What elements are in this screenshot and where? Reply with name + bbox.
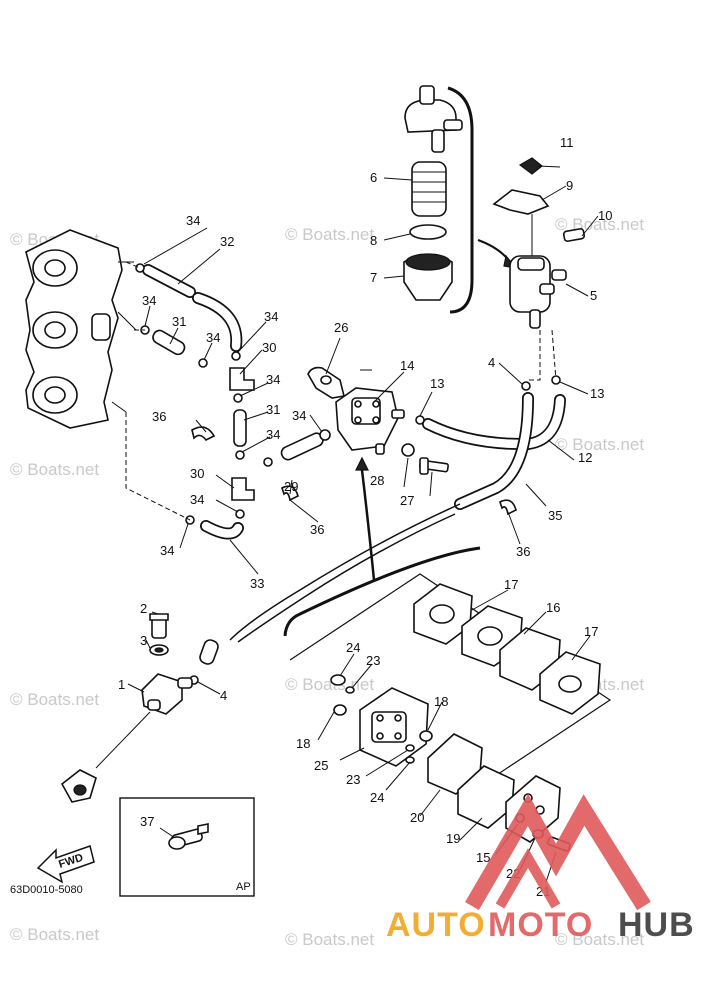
callout-6: 6: [370, 170, 377, 185]
callout-13: 13: [430, 376, 444, 391]
logo-text-hub: HUB: [618, 906, 695, 944]
automotohub-logo: AUTO MOTO HUB: [386, 793, 695, 944]
callout-34: 34: [142, 293, 156, 308]
figure-code: 63D0010-5080: [10, 884, 83, 896]
callout-24: 24: [346, 640, 360, 655]
callout-9: 9: [566, 178, 573, 193]
callout-37: 37: [140, 814, 154, 829]
callout-29: 29: [284, 479, 298, 494]
callout-23: 23: [346, 772, 360, 787]
callout-13: 13: [590, 386, 604, 401]
callout-15: 15: [476, 850, 490, 865]
watermark: © Boats.net: [285, 225, 374, 244]
callout-8: 8: [370, 233, 377, 248]
callout-17: 17: [504, 577, 518, 592]
callout-30: 30: [262, 340, 276, 355]
watermark: © Boats.net: [10, 690, 99, 709]
callout-28: 28: [370, 473, 384, 488]
callout-27: 27: [400, 493, 414, 508]
callout-16: 16: [546, 600, 560, 615]
callout-34: 34: [160, 543, 174, 558]
callout-36: 36: [516, 544, 530, 559]
fuel-filter-exploded: [403, 85, 463, 301]
watermark: © Boats.net: [555, 930, 644, 949]
callout-4: 4: [220, 688, 227, 703]
callout-1: 1: [118, 677, 125, 692]
callout-34: 34: [186, 213, 200, 228]
inset-box: [119, 797, 255, 897]
clips: [135, 263, 561, 685]
callout-19: 19: [446, 831, 460, 846]
callout-25: 25: [314, 758, 328, 773]
callout-2: 2: [140, 601, 147, 616]
callout-18: 18: [296, 736, 310, 751]
watermark: © Boats.net: [555, 435, 644, 454]
callout-7: 7: [370, 270, 377, 285]
pump-diaphragms: [413, 583, 601, 715]
callout-10: 10: [598, 208, 612, 223]
callout-34: 34: [266, 427, 280, 442]
callout-34: 34: [190, 492, 204, 507]
logo-text-auto: AUTO: [386, 906, 486, 944]
callout-11: 11: [560, 135, 574, 150]
inset-bracket: [447, 86, 474, 314]
callout-31: 31: [266, 402, 280, 417]
fuel-filter-assembly: [492, 157, 586, 329]
logo-text-moto: MOTO: [488, 906, 593, 944]
callout-24: 24: [370, 790, 384, 805]
callout-36: 36: [152, 409, 166, 424]
callout-3: 3: [140, 633, 147, 648]
inset-label: AP: [236, 881, 251, 893]
callout-14: 14: [400, 358, 414, 373]
callout-26: 26: [334, 320, 348, 335]
callout-4: 4: [488, 355, 495, 370]
callout-36: 36: [310, 522, 324, 537]
forward-arrow-icon: FWD: [36, 845, 95, 884]
watermark: © Boats.net: [10, 460, 99, 479]
engine-carburetor-block: [25, 229, 137, 429]
callout-20: 20: [410, 810, 424, 825]
callout-34: 34: [264, 309, 278, 324]
callout-18: 18: [434, 694, 448, 709]
callout-31: 31: [172, 314, 186, 329]
fuel-pump-assembly: [307, 366, 405, 455]
fuel-joint: [141, 613, 219, 715]
callout-5: 5: [590, 288, 597, 303]
callout-23: 23: [366, 653, 380, 668]
callout-34: 34: [206, 330, 220, 345]
callout-34: 34: [292, 408, 306, 423]
callout-30: 30: [190, 466, 204, 481]
callout-35: 35: [548, 508, 562, 523]
pump-body-exploded: [330, 674, 433, 767]
callout-34: 34: [266, 372, 280, 387]
leader-lines: [127, 165, 599, 883]
callout-33: 33: [250, 576, 264, 591]
callout-12: 12: [578, 450, 592, 465]
callout-32: 32: [220, 234, 234, 249]
watermark: © Boats.net: [10, 925, 99, 944]
callout-17: 17: [584, 624, 598, 639]
watermark: © Boats.net: [285, 930, 374, 949]
